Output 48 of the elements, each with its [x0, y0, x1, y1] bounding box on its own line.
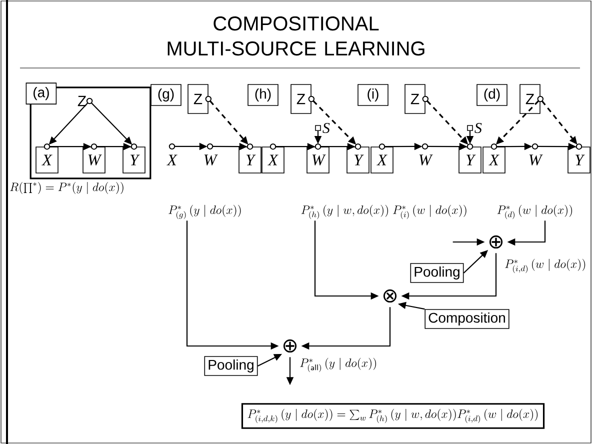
node-label: W — [529, 154, 543, 166]
formula-label: $R(\textstyle\prod^*) = P^*(y \mid do(x))$ — [10, 182, 124, 194]
variable-box: Z — [188, 84, 212, 114]
panel-tag: (h) — [248, 84, 278, 106]
variable-box: Y — [238, 144, 262, 174]
selection-node: S — [467, 122, 482, 134]
variable-box: X — [262, 144, 284, 174]
formula: $P^*_{(g)}\,(y \mid do(x))$ — [168, 204, 241, 220]
variable-node: W — [419, 143, 433, 166]
node-label: Z — [78, 96, 86, 106]
label-box: Composition — [424, 309, 510, 329]
variable-box: Y — [568, 144, 590, 174]
label-box: Pooling — [204, 356, 258, 376]
variable-box: Y — [122, 144, 146, 174]
variable-box: X — [370, 144, 394, 174]
formula-label: $P^*_{(i)}\,(w \mid do(x))$ — [393, 204, 466, 220]
variable-node: W — [529, 143, 543, 166]
node-label: W — [419, 154, 433, 166]
variable-node: X — [166, 143, 178, 166]
variable-box: Y — [346, 144, 370, 174]
node-label: S — [322, 122, 330, 134]
title: COMPOSITIONAL MULTI-SOURCE LEARNING — [168, 16, 424, 56]
variable-node: W — [204, 143, 218, 166]
variable-box: Y — [458, 144, 482, 174]
variable-box: W — [82, 144, 106, 174]
operator-symbol: ⊕ — [489, 235, 503, 249]
node-label: X — [166, 154, 178, 166]
node-label: S — [474, 122, 482, 134]
selection-node: S — [315, 122, 330, 134]
panel-tag: (i) — [358, 84, 388, 106]
variable-box: X — [482, 144, 506, 174]
variable-box: W — [306, 144, 330, 174]
variable-box: Z — [290, 84, 314, 114]
formula: $P^*_{(h)}\,(y \mid w, do(x))$ — [301, 204, 388, 220]
equation-box: $P^*_{(i,d,k)}\,(y \mid do(x)) = \sum_{w} P^*_{(h)}\,(y \mid w, do(x)) P^*_{(i,d)}\,(w \mid do(x))$ — [241, 403, 545, 429]
panel-tag: (d) — [476, 84, 508, 106]
variable-node: Z — [78, 96, 93, 106]
variable-box: Z — [404, 84, 428, 114]
variable-box: Z — [520, 84, 544, 114]
operator-symbol: ⊕ — [283, 339, 297, 353]
label-box: Pooling — [410, 263, 464, 283]
formula-label: $P^*_{(\mathsf{all})}\,(y \mid do(x))$ — [300, 358, 376, 372]
operator-symbol: ⊗ — [383, 289, 397, 303]
formula: $P^*_{(d)}\,(w \mid do(x))$ — [497, 204, 572, 220]
panel-tag: (g) — [150, 84, 182, 106]
formula-label: $P^*_{(i,d)}\,(w \mid do(x))$ — [505, 258, 586, 274]
variable-box: X — [36, 144, 58, 174]
node-label: W — [204, 154, 218, 166]
